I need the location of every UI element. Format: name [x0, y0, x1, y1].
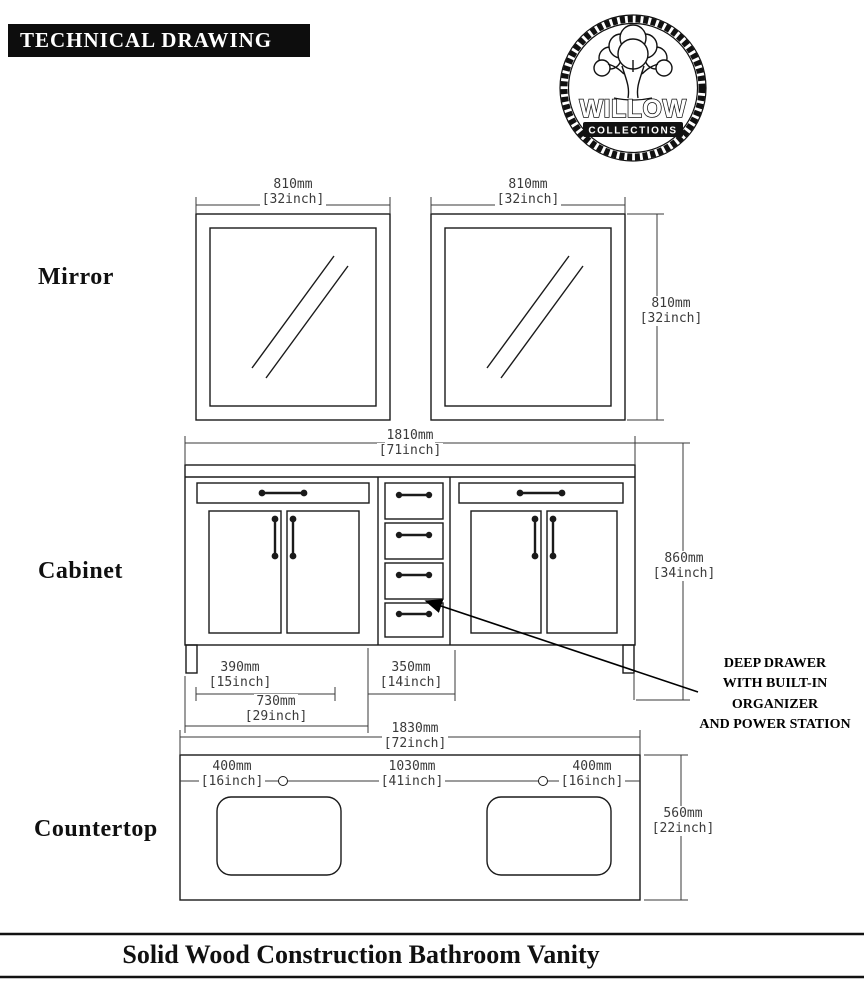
- dim-cabinet-width: 1810mm [71inch]: [365, 428, 455, 458]
- dim-countertop-width: 1830mm [72inch]: [365, 721, 465, 751]
- section-label-countertop: Countertop: [34, 816, 158, 842]
- dim-countertop-right-offset: 400mm [16inch]: [547, 759, 637, 789]
- dim-mirror-height: 810mm [32inch]: [631, 296, 711, 326]
- dim-cabinet-left-total: 730mm [29inch]: [221, 694, 331, 724]
- dim-countertop-center-span: 1030mm [41inch]: [357, 759, 467, 789]
- brand-logo: WILLOW COLLECTIONS: [558, 8, 708, 175]
- mirror-right-drawing: [430, 213, 626, 421]
- dim-mm: 350mm: [389, 660, 433, 675]
- dim-inch: [16inch]: [558, 774, 626, 789]
- dim-mirror-right-width: 810mm [32inch]: [483, 177, 573, 207]
- dim-inch: [34inch]: [650, 566, 718, 581]
- logo-subtitle-bar: [583, 122, 683, 137]
- footer-caption: Solid Wood Construction Bathroom Vanity: [122, 940, 600, 969]
- logo-subtitle-text: COLLECTIONS: [588, 126, 677, 137]
- dim-mm: 730mm: [254, 694, 298, 709]
- sink-cutout-left: [216, 796, 342, 876]
- dim-inch: [32inch]: [637, 311, 705, 326]
- logo-brand-text: WILLOW: [579, 95, 686, 123]
- dim-mm: 390mm: [218, 660, 262, 675]
- dim-inch: [71inch]: [376, 443, 444, 458]
- dim-inch: [32inch]: [494, 192, 562, 207]
- cabinet-dimension-lines: [184, 436, 690, 733]
- dim-mm: 1830mm: [389, 721, 441, 736]
- cabinet-drawing: [184, 464, 636, 674]
- mirror-left-drawing: [195, 213, 391, 421]
- dim-cabinet-height: 860mm [34inch]: [644, 551, 724, 581]
- dim-mm: 400mm: [210, 759, 254, 774]
- sink-cutout-right: [486, 796, 612, 876]
- dim-countertop-depth: 560mm [22inch]: [643, 806, 723, 836]
- dim-inch: [15inch]: [206, 675, 274, 690]
- dim-mm: 810mm: [271, 177, 315, 192]
- rope-border-icon: [559, 14, 707, 162]
- dim-mm: 810mm: [649, 296, 693, 311]
- dim-mm: 810mm: [506, 177, 550, 192]
- dim-inch: [16inch]: [198, 774, 266, 789]
- dim-inch: [41inch]: [378, 774, 446, 789]
- dim-mm: 560mm: [661, 806, 705, 821]
- faucet-hole-left: [278, 776, 288, 786]
- dim-mm: 400mm: [570, 759, 614, 774]
- footer-rules: [0, 932, 864, 979]
- deep-drawer-callout: DEEP DRAWER WITH BUILT-IN ORGANIZER AND …: [699, 656, 851, 732]
- countertop-drawing: [179, 754, 641, 901]
- section-label-mirror: Mirror: [38, 264, 114, 290]
- tree-icon: [593, 24, 673, 101]
- dim-countertop-left-offset: 400mm [16inch]: [187, 759, 277, 789]
- faucet-hole-right: [538, 776, 548, 786]
- dim-inch: [29inch]: [242, 709, 310, 724]
- mirror-dimension-lines: [195, 197, 664, 421]
- dim-inch: [72inch]: [381, 736, 449, 751]
- dim-cabinet-left-section: 390mm [15inch]: [185, 660, 295, 690]
- willow-collections-logo: WILLOW COLLECTIONS: [559, 14, 707, 162]
- callout-arrow: [424, 599, 699, 693]
- cabinet-handles: [258, 489, 566, 618]
- section-label-cabinet: Cabinet: [38, 558, 123, 584]
- dim-inch: [14inch]: [377, 675, 445, 690]
- page-title: TECHNICAL DRAWING: [20, 28, 273, 52]
- dim-mm: 1030mm: [386, 759, 438, 774]
- dim-mirror-left-width: 810mm [32inch]: [248, 177, 338, 207]
- dim-inch: [22inch]: [649, 821, 717, 836]
- title-banner: TECHNICAL DRAWING: [8, 24, 310, 57]
- dim-mm: 860mm: [662, 551, 706, 566]
- dim-inch: [32inch]: [259, 192, 327, 207]
- dim-cabinet-middle-section: 350mm [14inch]: [356, 660, 466, 690]
- dim-mm: 1810mm: [384, 428, 436, 443]
